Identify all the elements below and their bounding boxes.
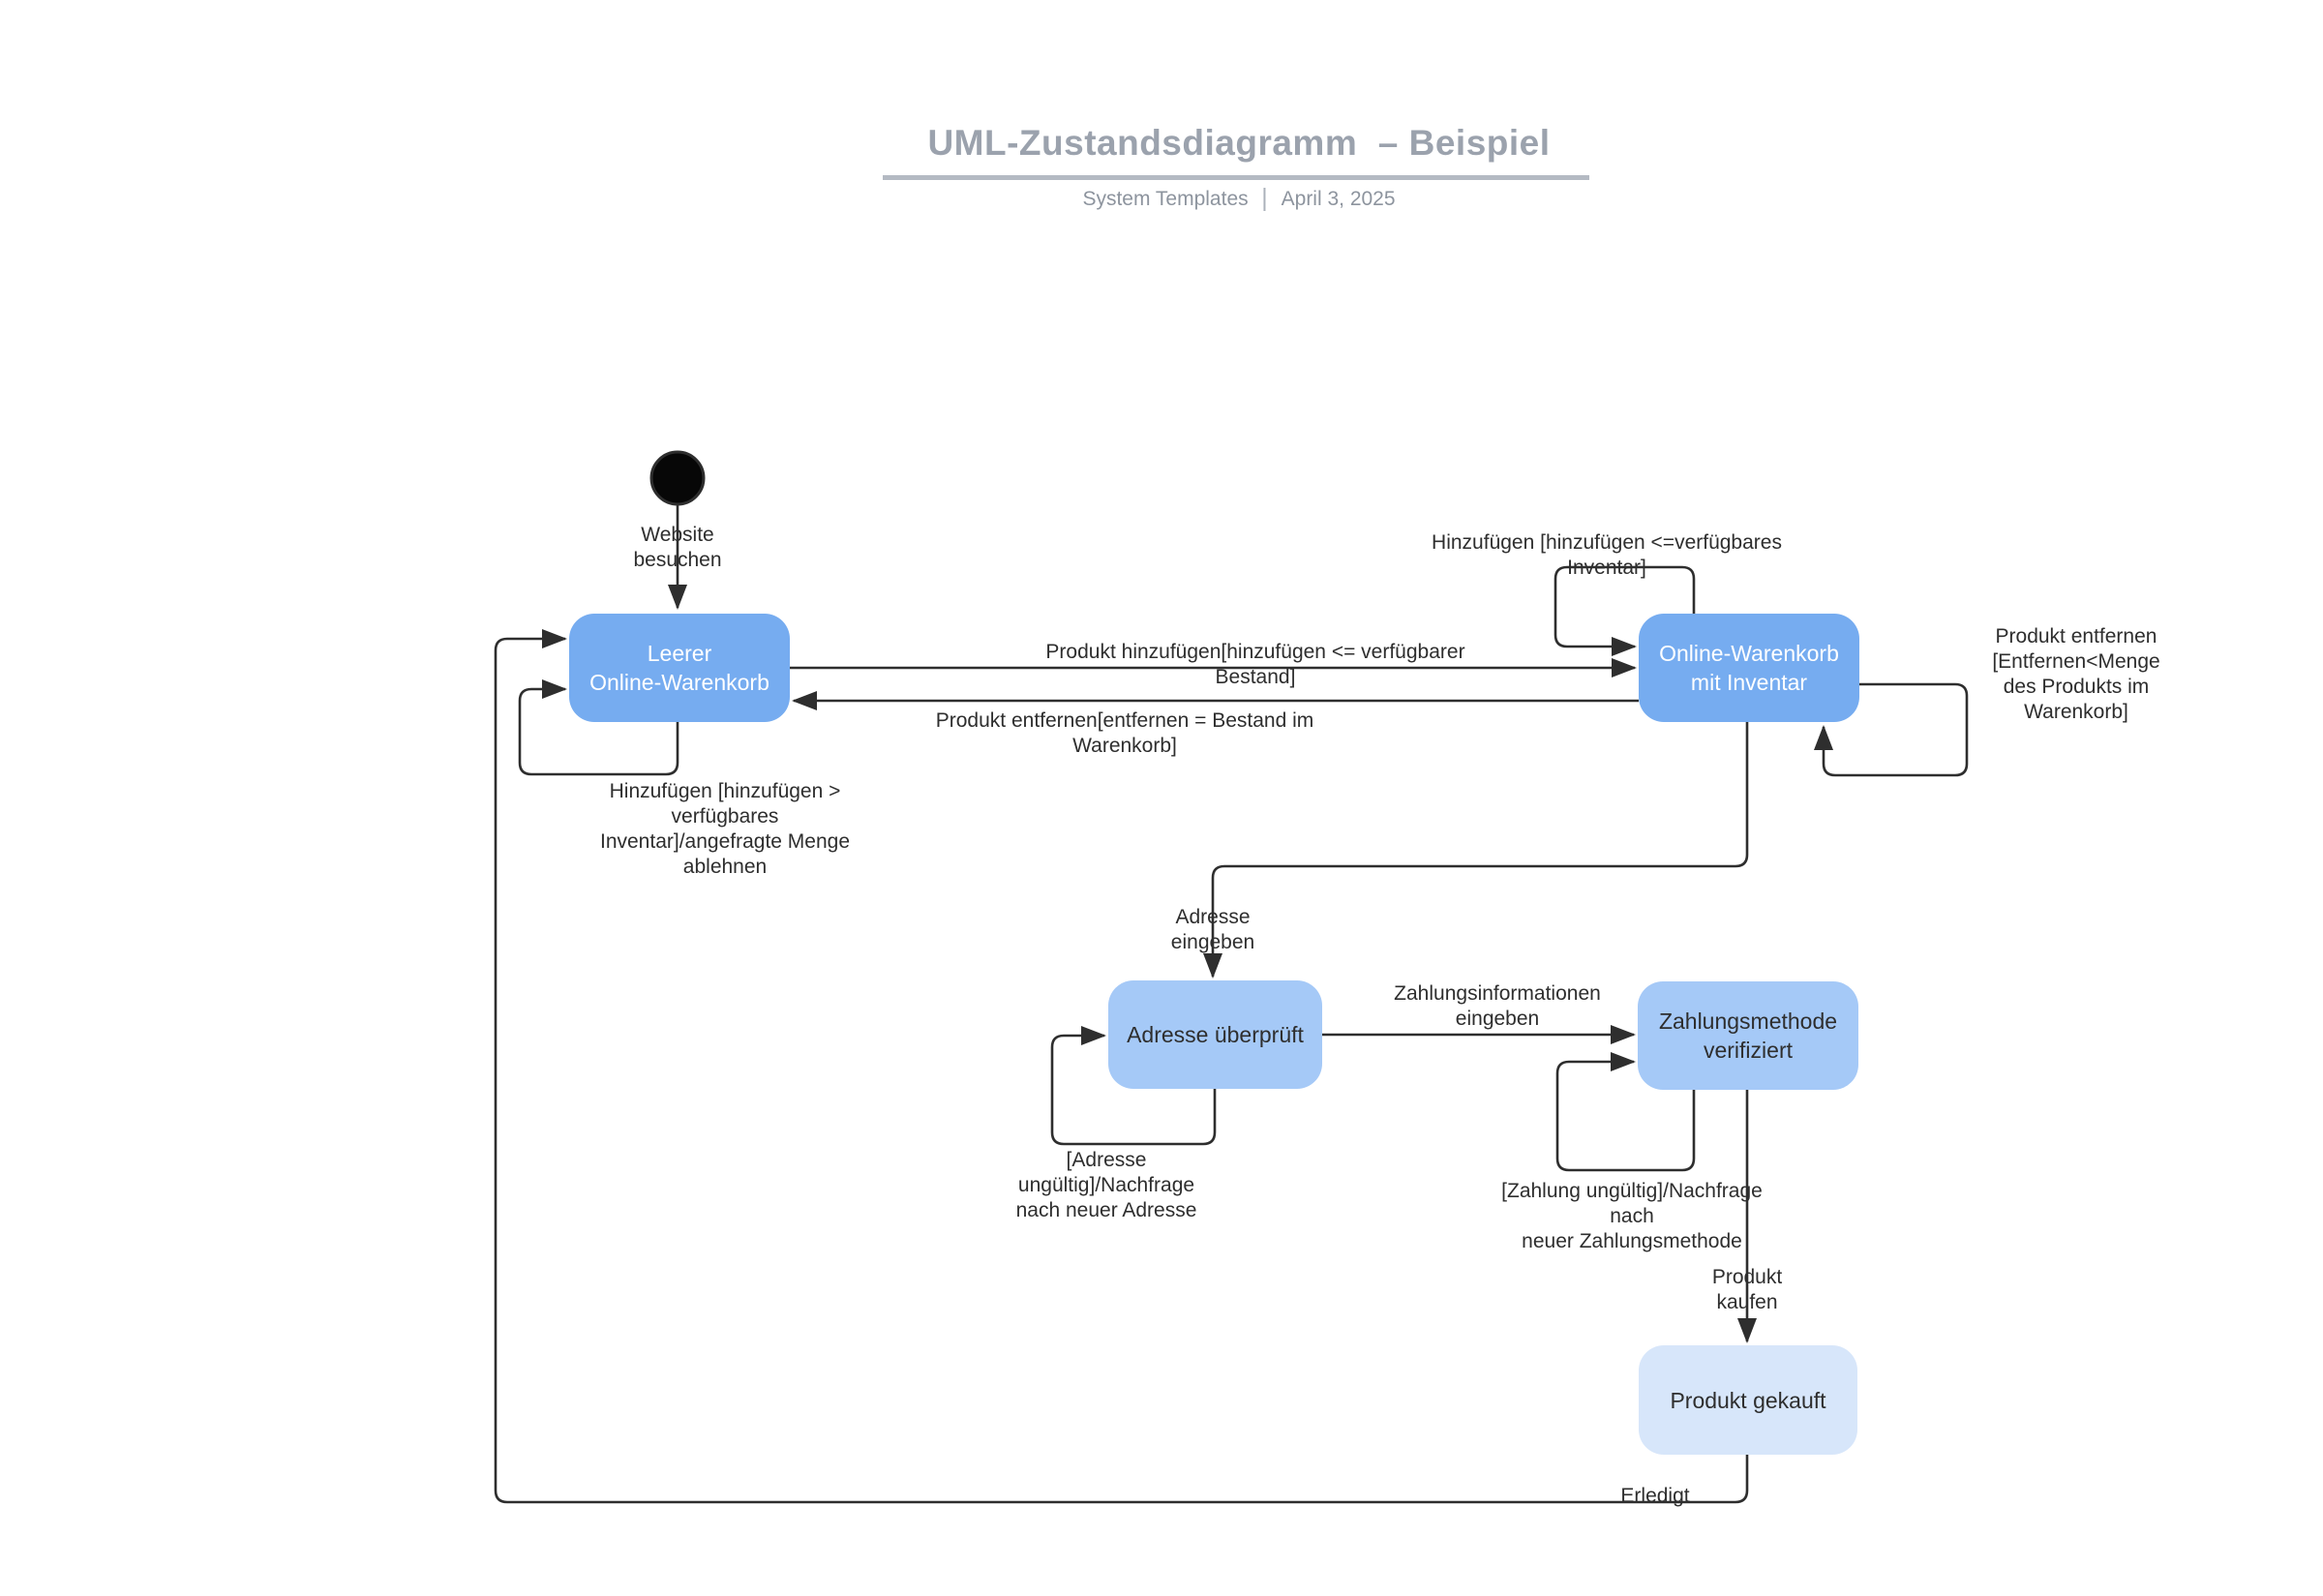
self-loop-add-within-inventory [1554,565,1696,656]
state-address-checked: Adresse überprüft [1108,980,1322,1089]
self-loop-address-invalid [1050,1026,1217,1146]
label-remove-all: Produkt entfernen[entfernen = Bestand im… [935,709,1314,757]
state-cart-with-inventory: Online-Warenkorb mit Inventar [1639,614,1859,722]
subtitle-date: April 3, 2025 [1281,188,1396,210]
self-loop-reject-add [518,679,679,776]
label-add-product: Produkt hinzufügen[hinzufügen <= verfügb… [1045,641,1465,688]
page-title: UML-Zustandsdiagramm – Beispiel [927,123,1551,163]
subtitle-separator [1263,188,1266,211]
subtitle: System Templates April 3, 2025 [1082,188,1396,211]
label-reject-add: Hinzufügen [hinzufügen > verfügbares Inv… [599,780,851,878]
title-underline [883,175,1589,180]
label-buy-product: Produkt kaufen [1711,1266,1783,1313]
label-address-invalid: [Adresse ungültig]/Nachfrage nach neuer … [1015,1149,1197,1221]
label-remove-partial: Produkt entfernen [Entfernen<Menge des P… [1992,625,2160,723]
label-done: Erledigt [1620,1485,1690,1507]
label-enter-address: Adresse eingeben [1170,906,1255,953]
label-enter-payment: Zahlungsinformationen eingeben [1394,982,1601,1030]
transition-done [494,629,1749,1504]
initial-state [649,450,706,506]
label-visit-website: Website besuchen [633,524,722,571]
subtitle-author: System Templates [1082,188,1249,210]
label-add-within-inventory: Hinzufügen [hinzufügen <=verfügbares Inv… [1432,531,1782,579]
self-loop-remove-partial [1814,682,1969,777]
state-empty-cart: Leerer Online-Warenkorb [569,614,790,722]
transition-enter-address [1203,722,1749,979]
label-payment-invalid: [Zahlung ungültig]/Nachfrage nach neuer … [1501,1180,1763,1252]
self-loop-payment-invalid [1555,1052,1696,1172]
state-purchased: Produkt gekauft [1639,1345,1857,1455]
state-payment-verified: Zahlungsmethode verifiziert [1638,981,1858,1090]
